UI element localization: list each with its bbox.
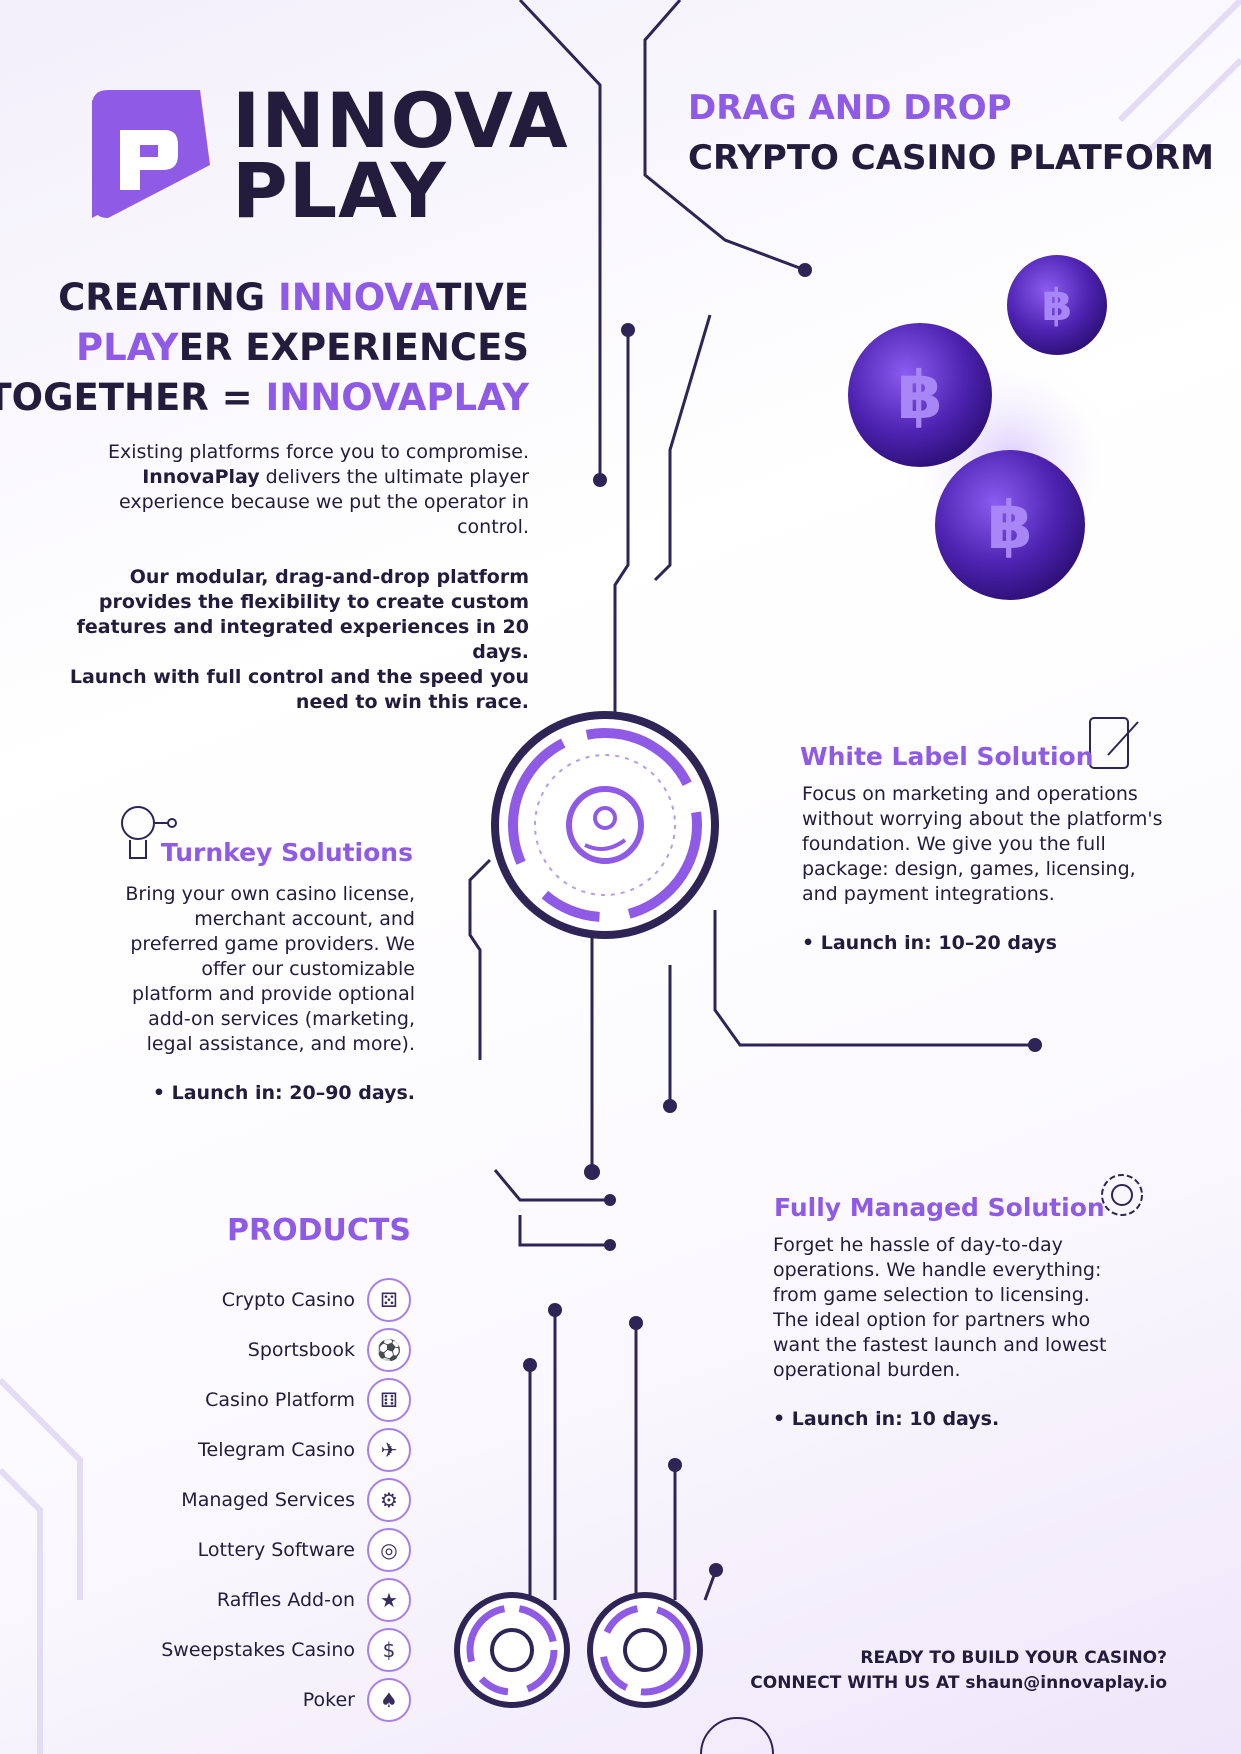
svg-text:฿: ฿ [1042, 280, 1073, 331]
product-label: Crypto Casino [221, 1289, 355, 1311]
turnkey-launch: • Launch in: 20–90 days. [152, 1082, 415, 1104]
product-label: Casino Platform [205, 1389, 355, 1411]
product-label: Telegram Casino [198, 1439, 355, 1461]
product-item: Raffles Add-on ★ [217, 1578, 411, 1622]
product-item: Managed Services ⚙ [181, 1478, 411, 1522]
header-tagline-2: CRYPTO CASINO PLATFORM [688, 138, 1214, 178]
svg-text:฿: ฿ [897, 357, 943, 434]
product-item: Telegram Casino ✈ [198, 1428, 411, 1472]
tablet-pen-icon [1089, 717, 1139, 769]
intro-paragraph-2: Our modular, drag-and-drop platform prov… [76, 566, 529, 663]
svg-text:฿: ฿ [987, 487, 1033, 564]
call-to-action: READY TO BUILD YOUR CASINO? CONNECT WITH… [750, 1646, 1167, 1696]
dice-icon: ⚅ [367, 1378, 411, 1422]
playing-card-icon: ♠ [367, 1678, 411, 1722]
headline-line3: TOGETHER = INNOVAPLAY [0, 376, 529, 419]
product-label: Managed Services [181, 1489, 355, 1511]
intro-paragraph-1: Existing platforms force you to compromi… [108, 441, 529, 538]
bottom-dial-right-icon [587, 1592, 703, 1708]
product-label: Sweepstakes Casino [161, 1639, 355, 1661]
products-title: PRODUCTS [227, 1213, 411, 1248]
product-item: Crypto Casino ⚄ [222, 1278, 411, 1322]
product-label: Lottery Software [197, 1539, 355, 1561]
product-item: Sweepstakes Casino $ [161, 1628, 411, 1672]
coin-icon: $ [367, 1628, 411, 1672]
managed-title: Fully Managed Solution [774, 1193, 1105, 1222]
dice-coin-icon: ⚄ [367, 1278, 411, 1322]
white-label-launch: • Launch in: 10–20 days [802, 932, 1057, 954]
brand-name-line2: PLAY [232, 146, 447, 235]
bottom-dial-left-icon [454, 1592, 570, 1708]
header-tagline-1: DRAG AND DROP [688, 88, 1012, 128]
product-item: Sportsbook ⚽ [248, 1328, 411, 1372]
gear-icon: ⚙ [367, 1478, 411, 1522]
gear-people-icon [1101, 1174, 1143, 1216]
turnkey-body: Bring your own casino license, merchant … [125, 883, 415, 1055]
brand-name: INNOVA PLAY [232, 76, 569, 235]
brand-name-line1: INNOVA [232, 76, 569, 165]
white-label-title: White Label Solution [800, 742, 1094, 771]
brand-logo-icon [92, 90, 210, 218]
cta-line2[interactable]: CONNECT WITH US AT shaun@innovaplay.io [750, 1673, 1167, 1693]
intro-paragraph-3: Launch with full control and the speed y… [69, 666, 529, 713]
turnkey-title: Turnkey Solutions [160, 838, 413, 867]
center-dial-icon [491, 711, 719, 939]
product-label: Raffles Add-on [216, 1589, 355, 1611]
lightbulb-icon [121, 806, 177, 859]
soccer-ball-icon: ⚽ [367, 1328, 411, 1372]
product-label: Sportsbook [247, 1339, 355, 1361]
cta-line1: READY TO BUILD YOUR CASINO? [860, 1648, 1167, 1668]
product-label: Poker [302, 1689, 355, 1711]
product-item: Casino Platform ⚅ [205, 1378, 411, 1422]
managed-body: Forget he hassle of day-to-day operation… [773, 1234, 1107, 1381]
lottery-wheel-icon: ◎ [367, 1528, 411, 1572]
product-item: Poker ♠ [303, 1678, 411, 1722]
paper-plane-icon: ✈ [367, 1428, 411, 1472]
product-item: Lottery Software ◎ [198, 1528, 411, 1572]
headline-line1: CREATING INNOVATIVE [58, 276, 529, 319]
white-label-body: Focus on marketing and operations withou… [802, 783, 1163, 905]
crypto-coins-illustration: ฿ ฿ ฿ [848, 255, 1120, 600]
ticket-icon: ★ [367, 1578, 411, 1622]
managed-launch: • Launch in: 10 days. [773, 1408, 1000, 1430]
headline-line2: PLAYER EXPERIENCES [75, 326, 529, 369]
